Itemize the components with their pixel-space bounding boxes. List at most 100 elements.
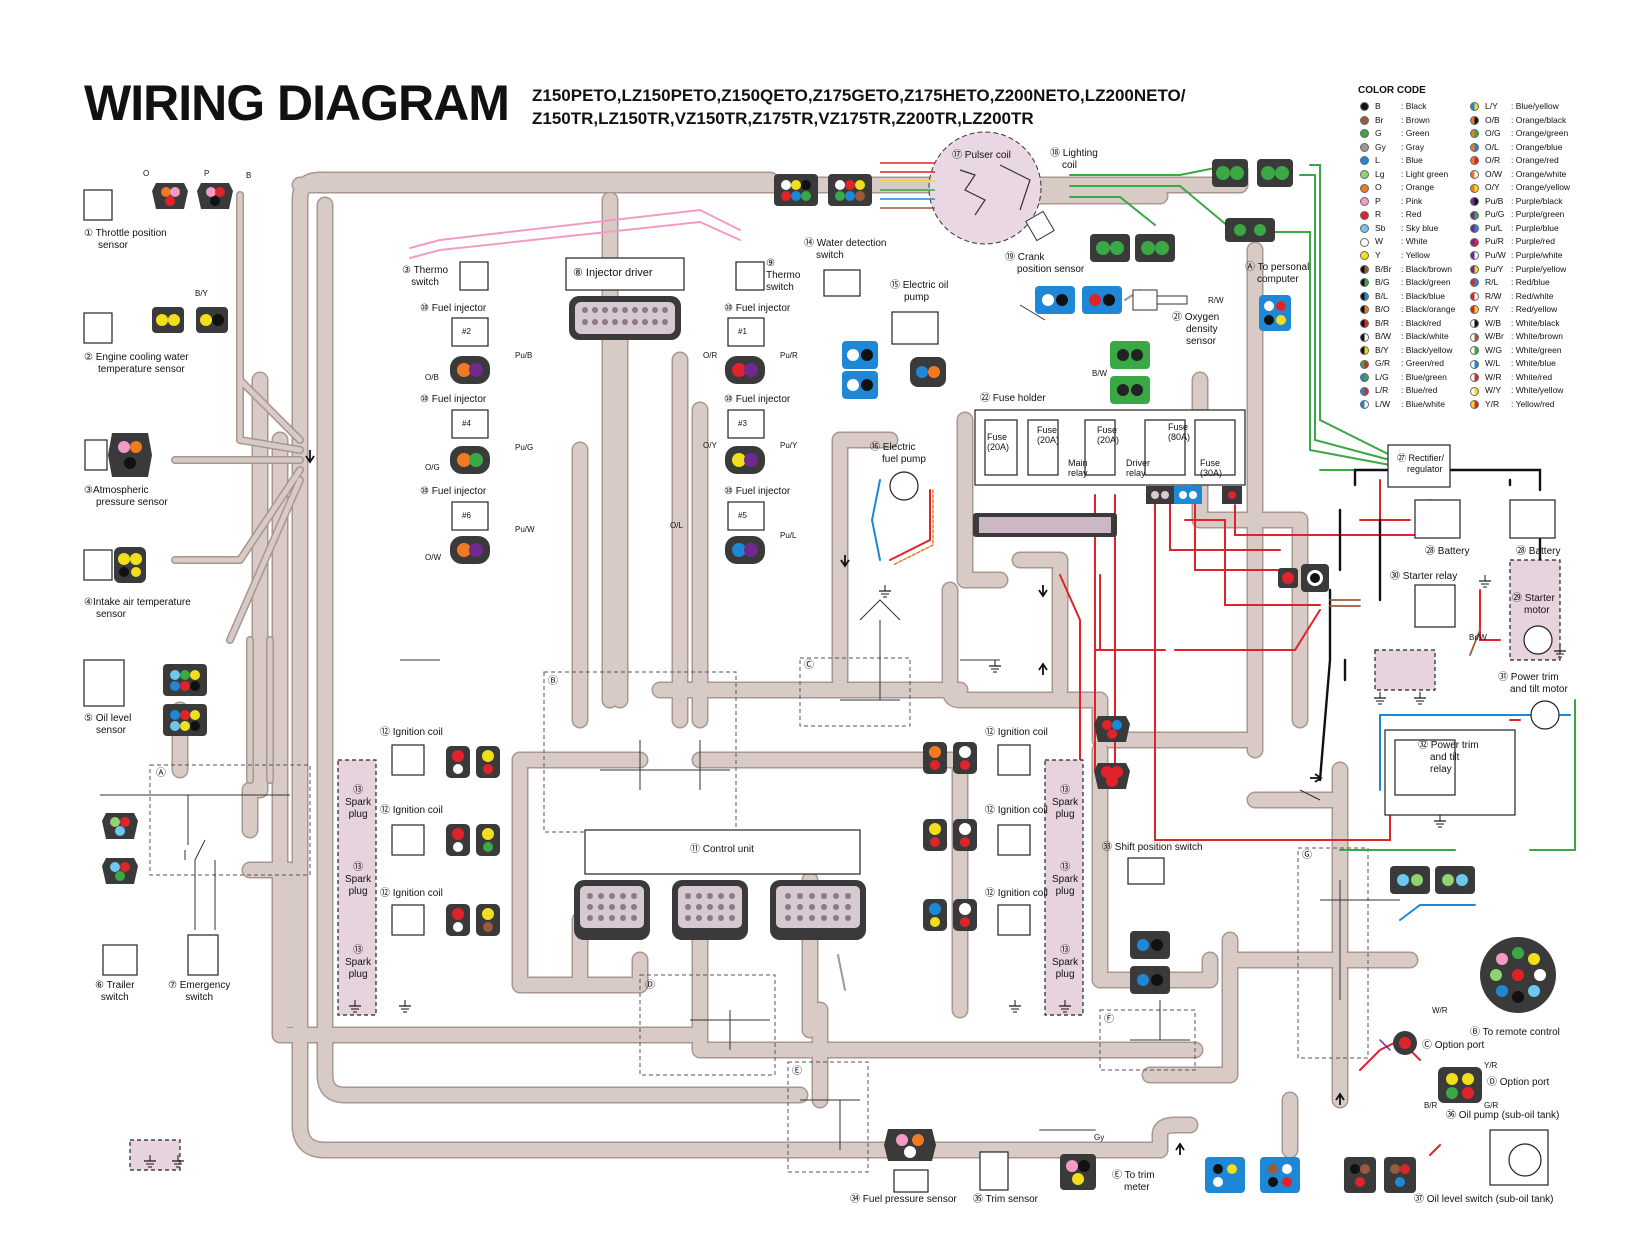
color-name: : Purple/yellow	[1511, 263, 1567, 274]
color-code-row: O/L: Orange/blue	[1470, 141, 1570, 155]
label-option-port-d: Ⓓ Option port	[1487, 1077, 1550, 1088]
color-code: W/G	[1485, 344, 1502, 355]
wire-tag-pub: Pu/B	[515, 351, 533, 360]
color-swatch	[1470, 210, 1479, 220]
wire-tag-b: B	[246, 171, 252, 180]
color-name: : White	[1401, 236, 1428, 247]
color-name: : Green	[1401, 128, 1430, 139]
color-code: G	[1375, 128, 1382, 139]
color-code-row: B/O: Black/orange	[1360, 303, 1455, 317]
label-fuse-2: Fuse(20A)	[1037, 425, 1060, 445]
color-code: Pu/Y	[1485, 263, 1504, 274]
wire-tag-ob: O/B	[425, 373, 439, 382]
color-name: : Green/red	[1401, 358, 1444, 369]
color-code: R/W	[1485, 290, 1502, 301]
color-swatch	[1470, 197, 1479, 207]
color-code: W/Br	[1485, 331, 1504, 342]
color-code: Pu/L	[1485, 222, 1503, 233]
color-code-row: B/Br: Black/brown	[1360, 263, 1455, 277]
color-code: Br	[1375, 114, 1384, 125]
label-option-port-c: Ⓒ Option port	[1422, 1040, 1485, 1051]
color-code: R	[1375, 209, 1382, 220]
color-code-row: W/R: White/red	[1470, 371, 1570, 385]
color-swatch	[1360, 386, 1369, 396]
color-name: : Pink	[1401, 195, 1423, 206]
badge-injector-3: #3	[738, 419, 747, 428]
color-name: : White/red	[1511, 371, 1553, 382]
color-name: : Red/yellow	[1511, 304, 1558, 315]
color-name: : Black/yellow	[1401, 344, 1453, 355]
color-swatch	[1470, 129, 1479, 139]
color-code: Y	[1375, 250, 1381, 261]
color-code: O/R	[1485, 155, 1501, 166]
color-name: : Black/green	[1401, 277, 1451, 288]
color-swatch	[1360, 332, 1369, 342]
color-code: B	[1375, 101, 1381, 111]
color-code-row: W/L: White/blue	[1470, 357, 1570, 371]
color-name: : Orange/blue	[1511, 141, 1563, 152]
color-code: R/L	[1485, 277, 1499, 288]
color-code: W/B	[1485, 317, 1502, 328]
wire-tag-ow: O/W	[425, 553, 441, 562]
wire-tag-gy: Gy	[1094, 1133, 1105, 1142]
color-name: : White/yellow	[1511, 385, 1564, 396]
color-code-row: Y: Yellow	[1360, 249, 1455, 263]
color-code-row: B/R: Black/red	[1360, 317, 1455, 331]
color-swatch	[1360, 278, 1369, 288]
color-swatch	[1470, 251, 1479, 261]
color-code-row: Y/R: Yellow/red	[1470, 398, 1570, 412]
junction-d: Ⓓ	[645, 980, 655, 991]
color-swatch	[1360, 170, 1369, 179]
color-code-row: R/W: Red/white	[1470, 290, 1570, 304]
color-code-row: O/W: Orange/white	[1470, 168, 1570, 182]
color-name: : Black/orange	[1401, 304, 1456, 315]
label-battery-2: ㉘ Battery	[1516, 546, 1561, 557]
color-code: Pu/R	[1485, 236, 1504, 247]
badge-injector-5: #5	[738, 511, 747, 520]
color-code: L/R	[1375, 385, 1389, 396]
color-swatch	[1470, 373, 1479, 383]
pulser-coil	[880, 131, 1055, 245]
color-code-row: O: Orange	[1360, 181, 1455, 195]
color-swatch	[1470, 278, 1479, 288]
color-swatch	[1470, 170, 1479, 179]
wire-tag-puy: Pu/Y	[780, 441, 798, 450]
color-name: : Orange/yellow	[1511, 182, 1571, 193]
wire-tag-or: O/R	[703, 351, 718, 360]
color-code: Gy	[1375, 141, 1386, 152]
label-oil-level-switch: ㊲ Oil level switch (sub-oil tank)	[1414, 1194, 1554, 1205]
color-name: : Black/blue	[1401, 290, 1445, 301]
wire-tag-p: P	[204, 169, 210, 178]
label-ignition-coil-l1: ⑫ Ignition coil	[380, 727, 443, 738]
junction-e: Ⓔ	[792, 1066, 802, 1077]
color-swatch	[1470, 115, 1479, 125]
wire-tag-o: O	[143, 169, 150, 178]
color-code: B/L	[1375, 290, 1388, 301]
color-code-row: W/B: White/black	[1470, 317, 1570, 331]
color-code-row: R/Y : Red/yellow	[1470, 303, 1570, 317]
color-swatch	[1360, 305, 1369, 315]
color-swatch	[1360, 102, 1369, 112]
wire-tag-ol: O/L	[670, 521, 683, 530]
color-code: B/R	[1375, 317, 1390, 328]
color-code: R/Y	[1485, 304, 1500, 315]
color-code: B/W	[1375, 331, 1392, 342]
color-code: Pu/G	[1485, 209, 1505, 220]
wire-tag-pur: Pu/R	[780, 351, 798, 360]
color-swatch	[1470, 305, 1479, 315]
color-swatch	[1470, 183, 1479, 193]
color-code-row: G : Green	[1360, 127, 1455, 141]
color-code-row: Lg: Light green	[1360, 168, 1455, 182]
color-code-row: B: Black	[1360, 100, 1455, 114]
color-name: : Blue/white	[1401, 399, 1445, 410]
